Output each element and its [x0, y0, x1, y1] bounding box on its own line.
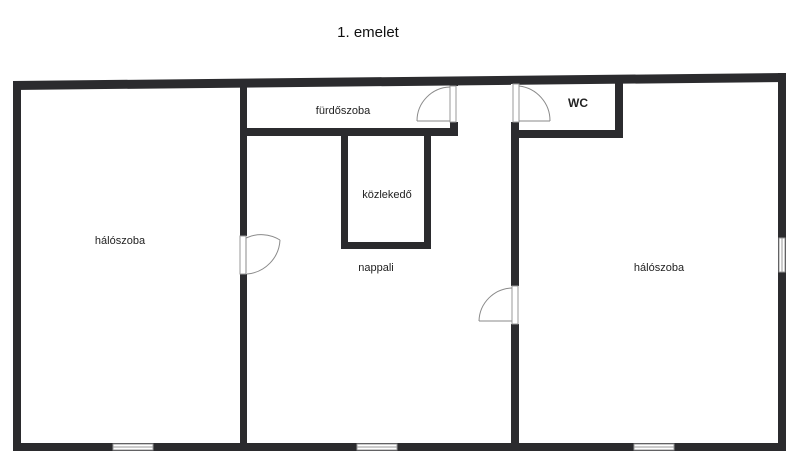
room-labels: hálószoba fürdőszoba közlekedő nappali W…	[95, 96, 685, 274]
label-bathroom: fürdőszoba	[316, 105, 371, 117]
top-wall	[13, 73, 786, 90]
wall-bathroom-bottom	[240, 128, 458, 136]
label-bedroom-left: hálószoba	[95, 235, 146, 247]
label-bedroom-right: hálószoba	[634, 262, 685, 274]
windows	[112, 237, 786, 451]
label-hallway: közlekedő	[362, 189, 412, 201]
wall-hallway-bottom	[341, 242, 431, 249]
doors	[239, 83, 551, 325]
bottom-wall	[13, 443, 786, 451]
window-left-bedroom	[112, 443, 154, 451]
wall-wc-right	[615, 80, 623, 138]
window-right-bedroom-side	[778, 237, 786, 273]
wall-hallway-right	[424, 136, 431, 249]
wall-hallway-left	[341, 136, 348, 249]
door-left-bedroom	[239, 234, 281, 275]
door-wc	[511, 83, 551, 123]
left-wall	[13, 81, 21, 451]
wall-wc-bottom	[511, 130, 623, 138]
floor-title: 1. emelet	[337, 24, 400, 41]
door-right-bedroom	[478, 285, 519, 325]
window-right-bedroom-bottom	[633, 443, 675, 451]
door-bathroom	[416, 85, 458, 123]
wall-right-bedroom	[511, 82, 519, 445]
label-living-room: nappali	[358, 262, 393, 274]
window-living-room	[356, 443, 398, 451]
label-wc: WC	[568, 96, 588, 110]
interior-walls	[240, 80, 623, 445]
